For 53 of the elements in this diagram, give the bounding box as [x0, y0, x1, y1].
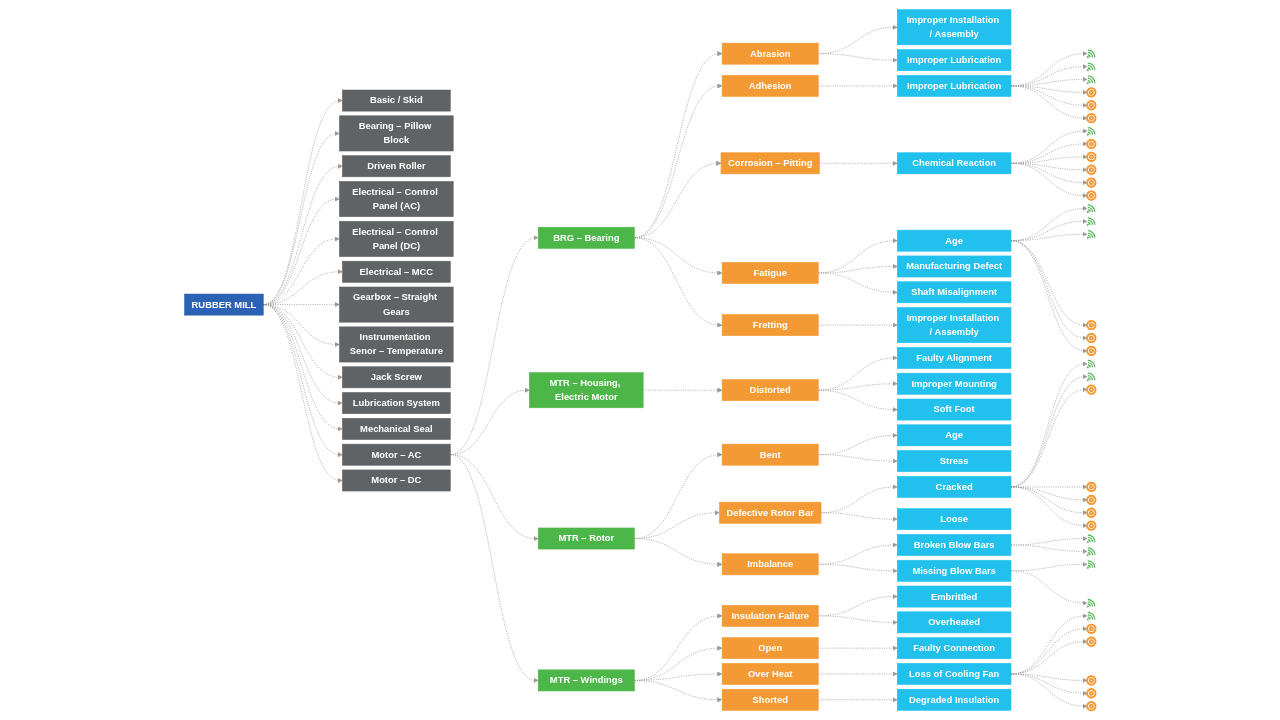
node-box: Soft Foot	[896, 398, 1012, 421]
node-box: Basic / Skid	[342, 89, 451, 112]
node-box: Improper Mounting	[896, 372, 1012, 395]
node-box: Fatigue	[721, 262, 819, 284]
node-box: Improper Installation / Assembly	[896, 307, 1012, 343]
node-box: Bearing – Pillow Block	[339, 115, 454, 152]
node-box: Improper Installation / Assembly	[896, 9, 1012, 46]
node-box: MTR – Rotor	[537, 527, 635, 550]
node-box: Abrasion	[721, 42, 819, 65]
node-box: Corrosion – Pitting	[720, 152, 820, 175]
node-box: Lubrication System	[342, 392, 451, 414]
node-box: Fretting	[721, 314, 819, 336]
node-box: Cracked	[896, 476, 1012, 498]
node-box: Motor – AC	[342, 443, 451, 466]
node-box: BRG – Bearing	[537, 226, 635, 249]
node-box: MTR – Windings	[537, 669, 635, 692]
node-box: Over Heat	[721, 663, 819, 685]
node-box: Missing Blow Bars	[896, 559, 1012, 582]
node-box: Bent	[721, 443, 819, 466]
node-box: RUBBER MILL	[184, 293, 264, 316]
node-box: Shaft Misalignment	[896, 281, 1012, 304]
node-box: Shorted	[721, 688, 819, 711]
node-box: Distorted	[721, 379, 819, 402]
node-box: Mechanical Seal	[342, 418, 451, 440]
node-box: Faulty Connection	[896, 637, 1012, 659]
node-box: Age	[896, 424, 1012, 447]
node-box: Faulty Alignment	[896, 347, 1012, 369]
node-box: Degraded Insulation	[896, 688, 1012, 711]
node-box: Imbalance	[721, 553, 819, 576]
node-box: Driven Roller	[342, 155, 451, 178]
node-box: Loose	[896, 508, 1012, 531]
node-box: Gearbox – Straight Gears	[339, 286, 454, 323]
node-box: Motor – DC	[342, 469, 451, 492]
node-box: Defective Rotor Bar	[719, 501, 822, 524]
node-box: Improper Lubrication	[896, 75, 1012, 97]
node-box: Jack Screw	[342, 366, 451, 389]
node-box: Stress	[896, 450, 1012, 472]
node-box: MTR – Housing, Electric Motor	[529, 372, 644, 409]
node-box: Insulation Failure	[721, 605, 819, 627]
node-box: Manufacturing Defect	[896, 255, 1012, 278]
node-box: Electrical – Control Panel (AC)	[339, 181, 454, 217]
node-box: Loss of Cooling Fan	[896, 663, 1012, 685]
node-box: Electrical – MCC	[342, 260, 451, 283]
node-box: Embrittled	[896, 585, 1012, 608]
node-box: Adhesion	[721, 75, 819, 97]
node-box: Overheated	[896, 611, 1012, 634]
node-box: Open	[721, 637, 819, 659]
node-box: Chemical Reaction	[896, 152, 1012, 175]
node-box: Improper Lubrication	[896, 49, 1012, 71]
node-box: Instrumentation Senor – Temperature	[339, 326, 454, 363]
node-box: Broken Blow Bars	[896, 534, 1012, 556]
node-box: Electrical – Control Panel (DC)	[339, 221, 454, 257]
node-box: Age	[896, 229, 1012, 252]
